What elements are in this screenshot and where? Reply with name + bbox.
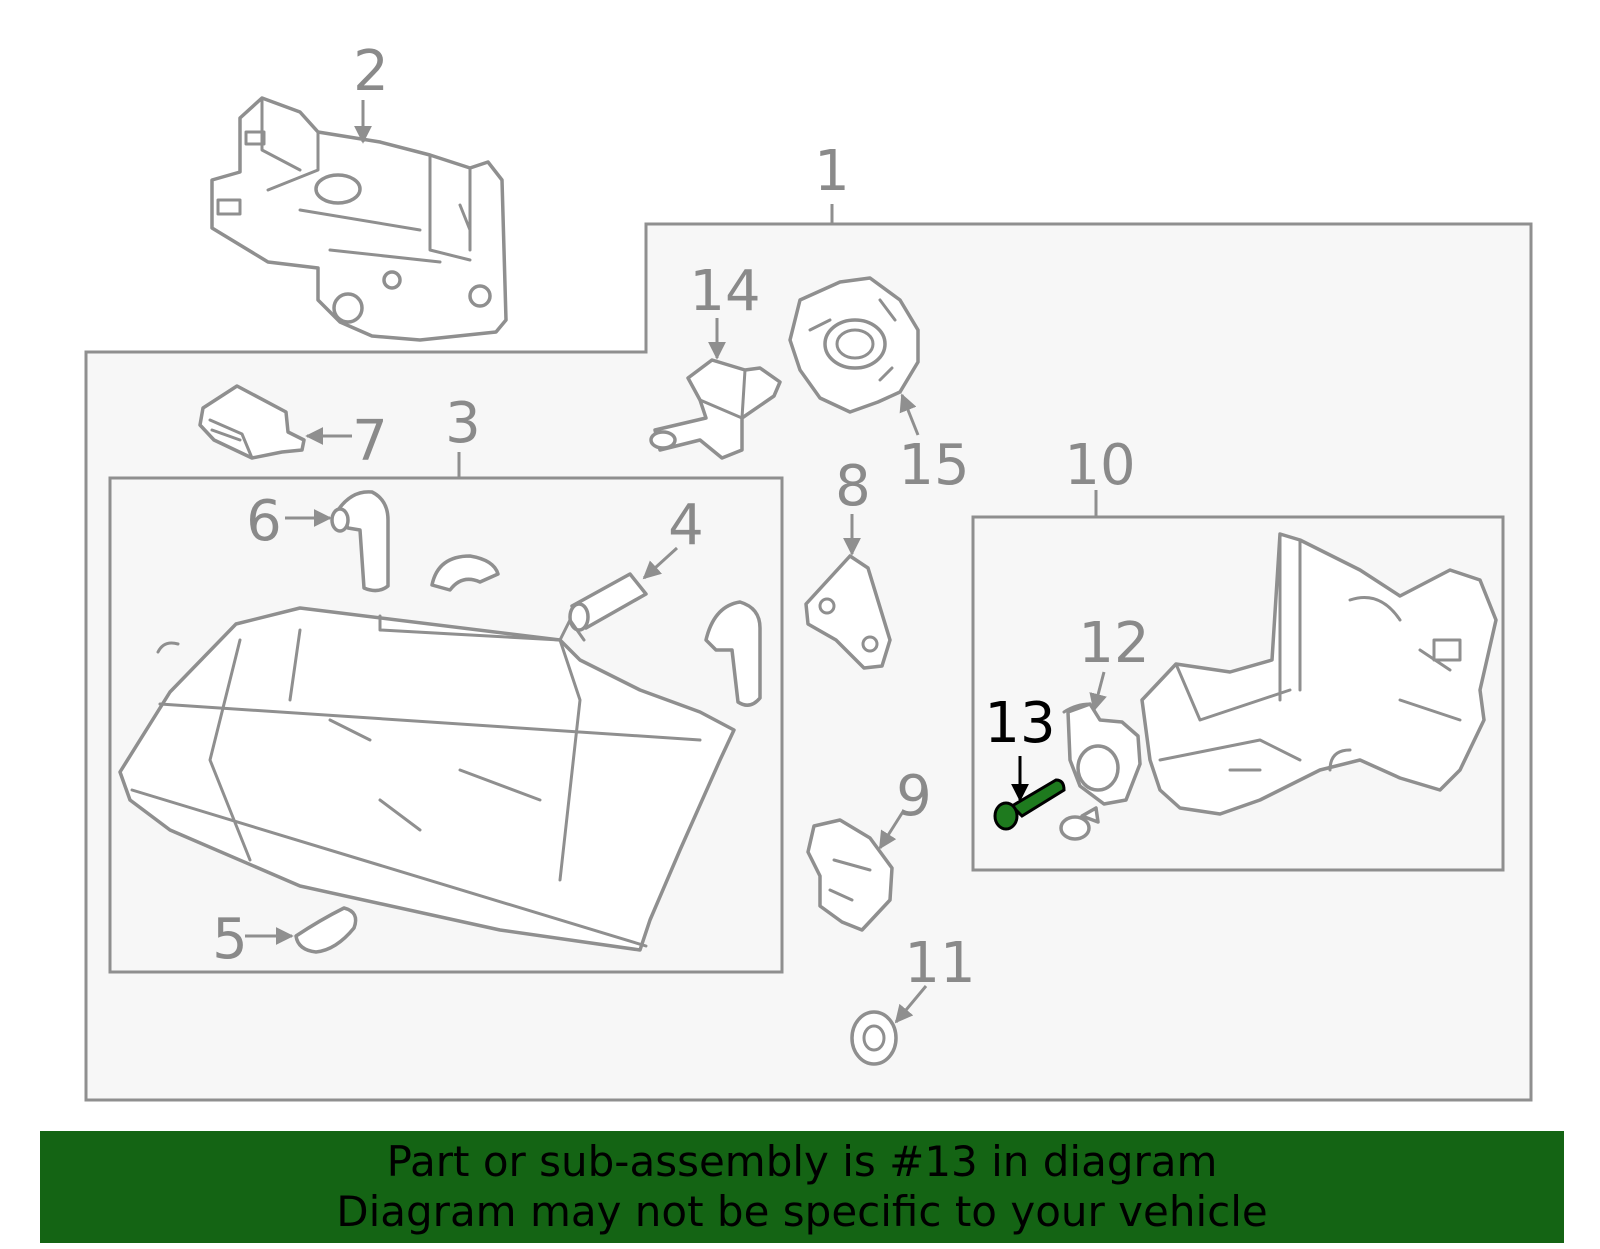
part-vent-tube-right	[704, 600, 762, 707]
callout-6: 6	[246, 489, 282, 554]
callout-12: 12	[1078, 611, 1149, 676]
part-3-headlamp-housing	[118, 606, 736, 952]
callout-4: 4	[668, 493, 704, 558]
callout-9: 9	[896, 764, 932, 829]
callout-15: 15	[898, 433, 969, 498]
part-14-bulb	[649, 358, 782, 460]
part-nut	[1059, 806, 1100, 841]
callout-13: 13	[984, 691, 1055, 756]
callout-14: 14	[689, 259, 760, 324]
part-5-seal	[294, 906, 358, 954]
part-8-bracket	[804, 554, 892, 670]
callout-1: 1	[814, 139, 850, 204]
banner-line-2: Diagram may not be specific to your vehi…	[336, 1187, 1268, 1236]
part-13-screw-highlighted	[993, 778, 1066, 831]
part-4-sidemarker-bulb	[568, 572, 648, 632]
part-clip-small	[430, 554, 500, 592]
part-7-connector	[198, 384, 306, 460]
callout-5: 5	[212, 907, 248, 972]
part-9-bracket	[806, 818, 894, 932]
part-10-leveling-unit	[1140, 532, 1498, 816]
info-banner: Part or sub-assembly is #13 in diagram D…	[40, 1131, 1564, 1243]
part-12-actuator	[1062, 702, 1142, 806]
callout-7: 7	[352, 409, 388, 474]
part-6-vent-tube	[330, 490, 390, 593]
callout-2: 2	[353, 39, 389, 104]
banner-line-1: Part or sub-assembly is #13 in diagram	[386, 1137, 1218, 1186]
callout-8: 8	[835, 454, 871, 519]
callout-3: 3	[445, 391, 481, 456]
part-15-socket-ring	[788, 276, 920, 414]
part-2-bracket	[210, 96, 508, 342]
callout-10: 10	[1064, 433, 1135, 498]
part-11-grommet	[850, 1010, 898, 1066]
callout-11: 11	[904, 931, 975, 996]
